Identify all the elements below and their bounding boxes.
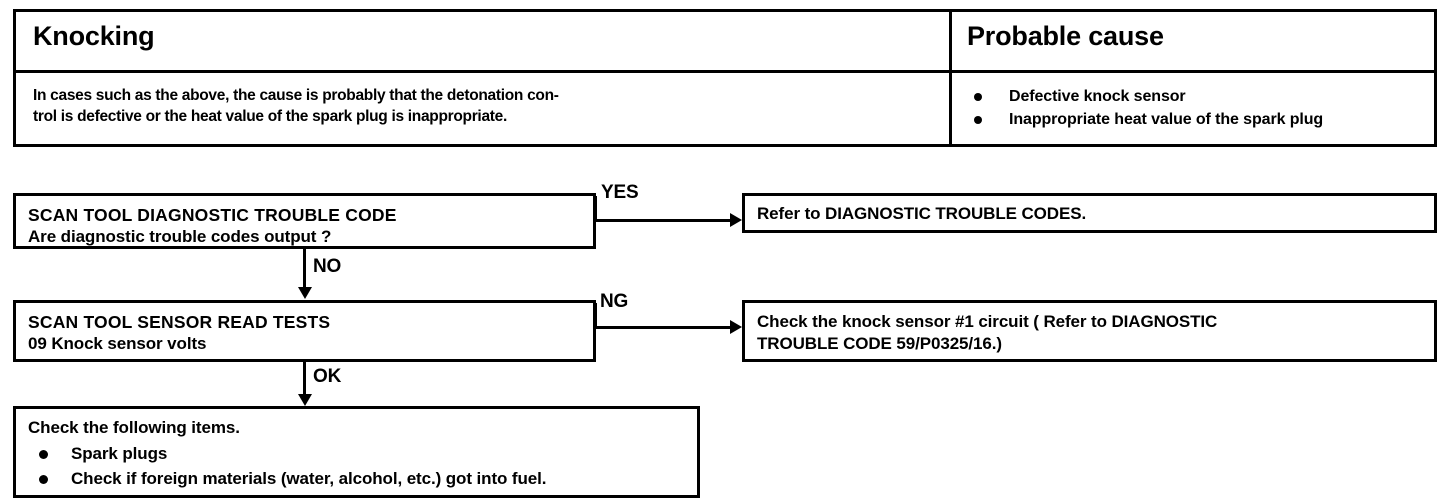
bullet-icon [974, 116, 982, 124]
connector-ok-vertical [303, 362, 306, 398]
flow-box-items-list: Spark plugs Check if foreign materials (… [28, 441, 689, 491]
connector-ng-vertical [594, 303, 597, 329]
connector-yes-horizontal [594, 219, 734, 222]
list-item: Defective knock sensor [972, 85, 1323, 108]
flow-box-circuit-line-1: Check the knock sensor #1 circuit ( Refe… [757, 312, 1218, 331]
arrow-right-icon [730, 320, 742, 334]
table-cell-description: In cases such as the above, the cause is… [16, 73, 952, 144]
connector-label-ng: NG [600, 291, 629, 312]
table-header-cell-cause: Probable cause [952, 12, 1434, 70]
flow-box-refer-codes: Refer to DIAGNOSTIC TROUBLE CODES. [742, 193, 1437, 233]
connector-label-ok: OK [313, 366, 342, 387]
probable-cause-list: Defective knock sensor Inappropriate hea… [972, 85, 1323, 131]
flow-box-refer-content: Refer to DIAGNOSTIC TROUBLE CODES. [757, 203, 1426, 225]
flow-box-circuit-content: Check the knock sensor #1 circuit ( Refe… [757, 311, 1426, 355]
arrow-down-icon [298, 287, 312, 299]
connector-yes-vertical [594, 196, 597, 222]
bullet-icon [974, 93, 982, 101]
bullet-icon [39, 450, 48, 459]
connector-ng-horizontal [594, 326, 734, 329]
symptom-description-line-1: In cases such as the above, the cause is… [33, 87, 559, 104]
connector-label-yes: YES [601, 182, 639, 203]
flow-box-items-heading: Check the following items. [28, 418, 240, 437]
flow-box-sensor-title: SCAN TOOL SENSOR READ TESTS [28, 312, 331, 332]
flow-box-dtc-check: SCAN TOOL DIAGNOSTIC TROUBLE CODE Are di… [13, 193, 596, 249]
flow-box-refer-text: Refer to DIAGNOSTIC TROUBLE CODES. [757, 204, 1087, 223]
check-item-label: Spark plugs [71, 444, 168, 463]
list-item: Inappropriate heat value of the spark pl… [972, 108, 1323, 131]
arrow-down-icon [298, 394, 312, 406]
table-header-row: Knocking Probable cause [16, 12, 1434, 73]
symptom-table: Knocking Probable cause In cases such as… [13, 9, 1437, 147]
connector-label-no: NO [313, 256, 342, 277]
bullet-icon [39, 475, 48, 484]
list-item: Spark plugs [28, 441, 689, 466]
column-header-knocking: Knocking [33, 21, 155, 51]
flow-box-items-content: Check the following items. Spark plugs C… [28, 417, 689, 491]
symptom-description: In cases such as the above, the cause is… [33, 85, 913, 127]
flow-box-dtc-content: SCAN TOOL DIAGNOSTIC TROUBLE CODE Are di… [28, 204, 585, 248]
symptom-description-line-2: trol is defective or the heat value of t… [33, 108, 507, 125]
flow-box-check-circuit: Check the knock sensor #1 circuit ( Refe… [742, 300, 1437, 362]
flow-box-sensor-content: SCAN TOOL SENSOR READ TESTS 09 Knock sen… [28, 311, 585, 355]
table-header-cell-symptom: Knocking [16, 12, 952, 70]
cause-label: Inappropriate heat value of the spark pl… [1009, 111, 1324, 128]
flow-box-dtc-question: Are diagnostic trouble codes output ? [28, 227, 332, 246]
connector-no-vertical [303, 249, 306, 289]
table-cell-causes: Defective knock sensor Inappropriate hea… [952, 73, 1434, 144]
flow-box-dtc-title: SCAN TOOL DIAGNOSTIC TROUBLE CODE [28, 205, 397, 225]
flow-box-sensor-detail: 09 Knock sensor volts [28, 334, 207, 353]
cause-label: Defective knock sensor [1009, 88, 1186, 105]
table-body-row: In cases such as the above, the cause is… [16, 73, 1434, 144]
arrow-right-icon [730, 213, 742, 227]
list-item: Check if foreign materials (water, alcoh… [28, 466, 689, 491]
flow-box-sensor-read: SCAN TOOL SENSOR READ TESTS 09 Knock sen… [13, 300, 596, 362]
column-header-probable-cause: Probable cause [967, 21, 1164, 51]
flow-box-check-items: Check the following items. Spark plugs C… [13, 406, 700, 498]
check-item-label: Check if foreign materials (water, alcoh… [71, 469, 547, 488]
flow-box-circuit-line-2: TROUBLE CODE 59/P0325/16.) [757, 334, 1002, 353]
